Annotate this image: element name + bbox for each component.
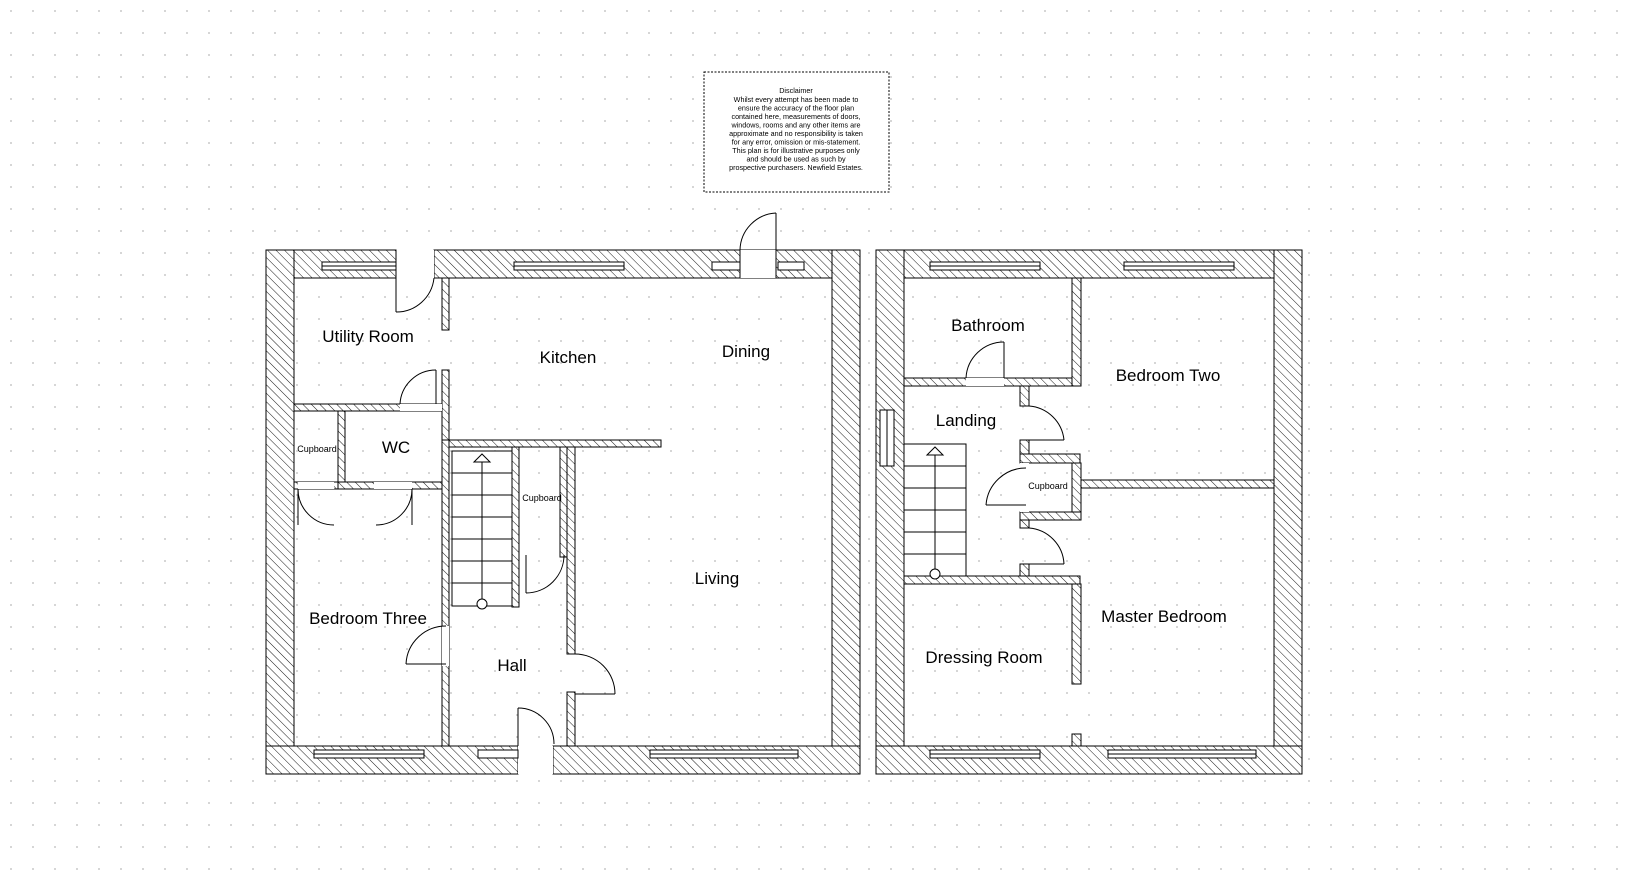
disclaimer-line: approximate and no responsibility is tak… xyxy=(729,129,863,138)
disclaimer-line: This plan is for illustrative purposes o… xyxy=(732,146,860,155)
wall xyxy=(1019,385,1030,407)
window xyxy=(711,261,741,271)
wall xyxy=(441,439,450,747)
wall xyxy=(441,277,450,331)
wall xyxy=(1071,583,1082,685)
room-label-dining: Dining xyxy=(722,342,770,361)
staircase xyxy=(903,443,967,580)
wall xyxy=(1019,439,1030,455)
room-label-bedroom-three: Bedroom Three xyxy=(309,609,427,628)
room-label-bathroom: Bathroom xyxy=(951,316,1025,335)
disclaimer-line: contained here, measurements of doors, xyxy=(731,112,860,121)
wall xyxy=(1019,519,1030,529)
disclaimer-title: Disclaimer xyxy=(779,86,813,95)
window xyxy=(777,261,805,271)
room-label-cupboard: Cupboard xyxy=(297,444,337,454)
wall xyxy=(1071,462,1082,521)
wall xyxy=(1071,277,1082,387)
wall xyxy=(831,249,861,775)
disclaimer-line: windows, rooms and any other items are xyxy=(730,121,860,130)
wall xyxy=(441,369,450,441)
room-label-cupboard: Cupboard xyxy=(522,493,562,503)
room-label-kitchen: Kitchen xyxy=(540,348,597,367)
room-label-master-bedroom: Master Bedroom xyxy=(1101,607,1227,626)
wall xyxy=(511,446,520,608)
wall xyxy=(1019,511,1082,521)
wall xyxy=(1019,563,1030,577)
wall xyxy=(875,249,905,775)
disclaimer-line: prospective purchasers. Newfield Estates… xyxy=(729,163,863,172)
wall xyxy=(337,410,346,490)
wall xyxy=(448,439,662,448)
room-label-hall: Hall xyxy=(497,656,526,675)
room-label-living: Living xyxy=(695,569,739,588)
room-label-landing: Landing xyxy=(936,411,997,430)
wall xyxy=(1080,479,1275,489)
room-label-wc: WC xyxy=(382,438,410,457)
first-floor-plan: Bathroom Bedroom Two Landing Cupboard Ma… xyxy=(875,249,1303,775)
wall xyxy=(566,446,576,655)
ground-floor-plan: Utility Room Kitchen Dining WC Cupboard … xyxy=(265,212,861,775)
disclaimer-line: ensure the accuracy of the floor plan xyxy=(738,104,854,113)
wall xyxy=(903,575,1081,585)
disclaimer-line: for any error, omission or mis-statement… xyxy=(732,138,861,147)
room-label-bedroom-two: Bedroom Two xyxy=(1116,366,1221,385)
room-label-cupboard: Cupboard xyxy=(1028,481,1068,491)
wall xyxy=(265,249,295,775)
disclaimer-line: Whilst every attempt has been made to xyxy=(734,95,859,104)
staircase xyxy=(451,450,513,610)
disclaimer-line: and should be used as such by xyxy=(746,155,846,164)
wall xyxy=(1273,249,1303,775)
wall xyxy=(1019,453,1081,464)
window xyxy=(477,749,519,759)
wall xyxy=(1071,733,1082,747)
room-label-dressing-room: Dressing Room xyxy=(925,648,1042,667)
disclaimer-box: Disclaimer Whilst every attempt has been… xyxy=(703,71,890,193)
wall xyxy=(566,691,576,747)
room-label-utility-room: Utility Room xyxy=(322,327,414,346)
